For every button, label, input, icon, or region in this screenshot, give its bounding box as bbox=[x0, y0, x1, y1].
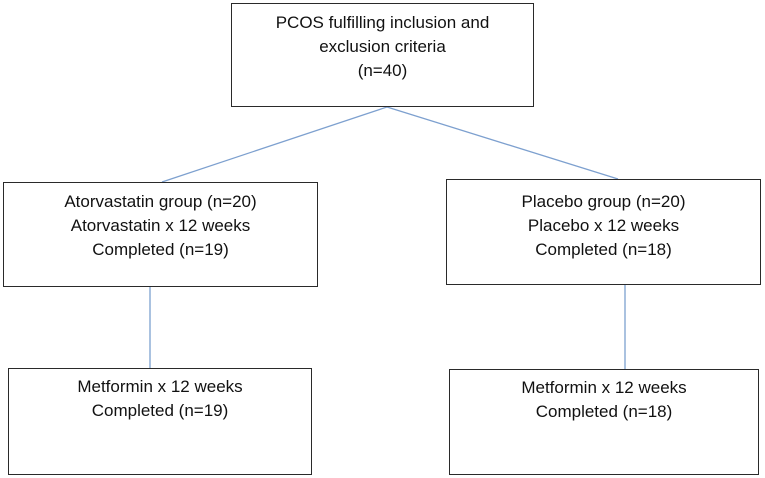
atorvastatin-line-2: Atorvastatin x 12 weeks bbox=[70, 216, 251, 235]
metformin-left-line-2: Completed (n=19) bbox=[91, 401, 229, 420]
placebo-line-1: Placebo group (n=20) bbox=[521, 192, 686, 211]
atorvastatin-group-box: Atorvastatin group (n=20) Atorvastatin x… bbox=[3, 182, 318, 287]
metformin-left-line-1: Metformin x 12 weeks bbox=[77, 377, 243, 396]
metformin-atorvastatin-arm-box: Metformin x 12 weeks Completed (n=19) bbox=[8, 368, 312, 475]
pcos-enrollment-box: PCOS fulfilling inclusion and exclusion … bbox=[231, 3, 534, 107]
atorvastatin-line-1: Atorvastatin group (n=20) bbox=[64, 192, 257, 211]
pcos-enrollment-line-1: PCOS fulfilling inclusion and bbox=[275, 13, 490, 32]
connector-top-to-atorvastatin bbox=[161, 106, 388, 183]
metformin-placebo-arm-box: Metformin x 12 weeks Completed (n=18) bbox=[449, 369, 759, 475]
metformin-right-line-1: Metformin x 12 weeks bbox=[521, 378, 687, 397]
placebo-line-2: Placebo x 12 weeks bbox=[527, 216, 680, 235]
pcos-enrollment-line-2: exclusion criteria bbox=[319, 37, 446, 56]
connector-top-to-placebo bbox=[386, 106, 619, 180]
placebo-line-3: Completed (n=18) bbox=[535, 240, 672, 259]
pcos-enrollment-line-3: (n=40) bbox=[357, 61, 408, 80]
atorvastatin-line-3: Completed (n=19) bbox=[92, 240, 229, 259]
metformin-right-line-2: Completed (n=18) bbox=[535, 402, 673, 421]
placebo-group-box: Placebo group (n=20) Placebo x 12 weeks … bbox=[446, 179, 761, 285]
